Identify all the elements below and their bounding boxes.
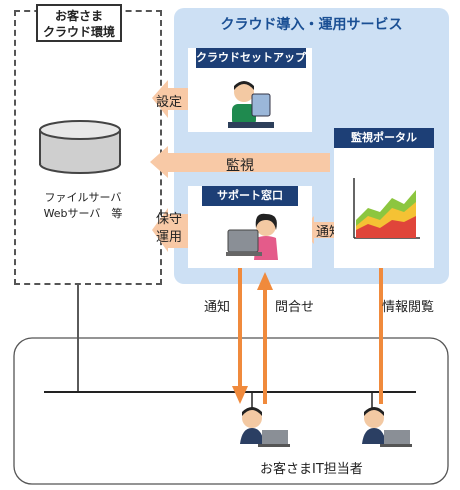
customer-network-area xyxy=(13,337,449,485)
it-person-icon-2 xyxy=(362,407,412,447)
server-label-line2: Webサーバ 等 xyxy=(43,207,123,220)
customer-env-title-line2: クラウド環境 xyxy=(42,25,115,39)
maintenance-label-line1: 保守 xyxy=(156,212,183,227)
settings-arrow xyxy=(152,80,190,118)
setup-title: クラウドセットアップ xyxy=(196,48,306,68)
support-title: サポート窓口 xyxy=(202,186,298,206)
service-title: クラウド導入・運用サービス xyxy=(220,17,403,33)
support-operator-icon xyxy=(226,213,278,260)
server-label-line1: ファイルサーバ xyxy=(44,191,122,204)
monitor-title: 監視ポータル xyxy=(334,128,434,148)
settings-label: 設定 xyxy=(156,95,183,110)
inquiry-label: 問合せ xyxy=(275,300,315,315)
database-icon xyxy=(39,120,121,174)
monitoring-label: 監視 xyxy=(226,158,254,174)
customer-env-label: お客さま クラウド環境 xyxy=(36,4,122,42)
technician-icon xyxy=(228,81,274,128)
maintenance-arrow xyxy=(152,208,190,252)
maintenance-label-line2: 運用 xyxy=(156,230,183,245)
area-chart-icon xyxy=(353,178,420,239)
it-person-icon-1 xyxy=(240,407,290,447)
it-person-label: お客さまIT担当者 xyxy=(260,462,363,477)
info-view-label: 情報閲覧 xyxy=(382,300,435,315)
server-label: ファイルサーバ Webサーバ 等 xyxy=(28,190,138,222)
monitoring-arrow xyxy=(150,146,330,178)
monitor-box xyxy=(334,128,434,268)
maintenance-label: 保守 運用 xyxy=(156,211,182,247)
notify-label-down: 通知 xyxy=(204,300,231,315)
customer-env-title-line1: お客さま xyxy=(54,9,103,23)
